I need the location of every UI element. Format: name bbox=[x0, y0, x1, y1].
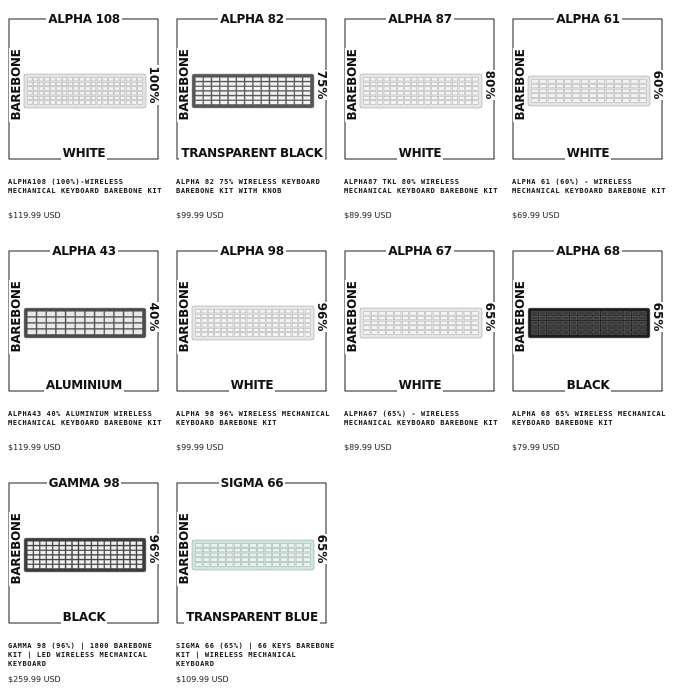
model-name: ALPHA 87 bbox=[386, 12, 454, 26]
product-image-frame[interactable]: SIGMA 66 BAREBONE 65% TRANSPARENT BLUE bbox=[176, 476, 329, 624]
product-price: $109.99 USD bbox=[176, 675, 229, 684]
color-label: TRANSPARENT BLUE bbox=[184, 610, 320, 624]
product-price: $79.99 USD bbox=[512, 443, 560, 452]
model-name: SIGMA 66 bbox=[218, 476, 286, 490]
product-title-link[interactable]: ALPHA 82 75% WIRELESS KEYBOARD BAREBONE … bbox=[176, 178, 321, 195]
product-image-frame[interactable]: GAMMA 98 BAREBONE 96% BLACK bbox=[8, 476, 161, 624]
product-title-link[interactable]: ALPHA 68 65% WIRELESS MECHANICAL KEYBOAR… bbox=[512, 410, 667, 427]
size-label: 65% bbox=[651, 301, 665, 333]
product-price: $119.99 USD bbox=[8, 211, 61, 220]
size-label: 65% bbox=[315, 533, 329, 565]
keyboard-image bbox=[191, 539, 315, 571]
keyboard-image bbox=[191, 305, 315, 341]
model-name: ALPHA 108 bbox=[46, 12, 122, 26]
barebone-label: BAREBONE bbox=[177, 280, 191, 354]
color-label: WHITE bbox=[564, 146, 612, 160]
product-image-frame[interactable]: ALPHA 61 BAREBONE 60% WHITE bbox=[512, 12, 665, 160]
keyboard-image bbox=[527, 75, 651, 107]
barebone-label: BAREBONE bbox=[9, 512, 23, 586]
product-image-frame[interactable]: ALPHA 67 BAREBONE 65% WHITE bbox=[344, 244, 497, 392]
size-label: 80% bbox=[483, 69, 497, 101]
keyboard-image bbox=[359, 73, 483, 109]
barebone-label: BAREBONE bbox=[345, 48, 359, 122]
product-title-link[interactable]: ALPHA 98 96% WIRELESS MECHANICAL KEYBOAR… bbox=[176, 410, 331, 427]
keyboard-image bbox=[527, 307, 651, 339]
product-image-frame[interactable]: ALPHA 82 BAREBONE 75% TRANSPARENT BLACK bbox=[176, 12, 329, 160]
product-price: $89.99 USD bbox=[344, 443, 392, 452]
model-name: ALPHA 43 bbox=[50, 244, 118, 258]
product-title-link[interactable]: SIGMA 66 (65%) | 66 KEYS BAREBONE KIT | … bbox=[176, 642, 335, 668]
size-label: 96% bbox=[315, 301, 329, 333]
barebone-label: BAREBONE bbox=[345, 280, 359, 354]
product-price: $69.99 USD bbox=[512, 211, 560, 220]
product-image-frame[interactable]: ALPHA 43 BAREBONE 40% ALUMINIUM bbox=[8, 244, 161, 392]
product-price: $99.99 USD bbox=[176, 211, 224, 220]
color-label: WHITE bbox=[396, 146, 444, 160]
product-price: $89.99 USD bbox=[344, 211, 392, 220]
barebone-label: BAREBONE bbox=[513, 48, 527, 122]
barebone-label: BAREBONE bbox=[177, 48, 191, 122]
model-name: ALPHA 68 bbox=[554, 244, 622, 258]
model-name: GAMMA 98 bbox=[46, 476, 122, 490]
barebone-label: BAREBONE bbox=[9, 280, 23, 354]
product-image-frame[interactable]: ALPHA 98 BAREBONE 96% WHITE bbox=[176, 244, 329, 392]
keyboard-image bbox=[191, 73, 315, 109]
color-label: WHITE bbox=[228, 378, 276, 392]
size-label: 65% bbox=[483, 301, 497, 333]
size-label: 96% bbox=[147, 533, 161, 565]
keyboard-image bbox=[23, 537, 147, 573]
model-name: ALPHA 61 bbox=[554, 12, 622, 26]
product-title-link[interactable]: ALPHA 61 (60%) - WIRELESS MECHANICAL KEY… bbox=[512, 178, 667, 195]
keyboard-image bbox=[23, 307, 147, 339]
product-image-frame[interactable]: ALPHA 68 BAREBONE 65% BLACK bbox=[512, 244, 665, 392]
barebone-label: BAREBONE bbox=[513, 280, 527, 354]
product-price: $119.99 USD bbox=[8, 443, 61, 452]
product-title-link[interactable]: ALPHA108 (100%)-WIRELESS MECHANICAL KEYB… bbox=[8, 178, 163, 195]
size-label: 60% bbox=[651, 69, 665, 101]
barebone-label: BAREBONE bbox=[9, 48, 23, 122]
color-label: ALUMINIUM bbox=[43, 378, 125, 392]
size-label: 75% bbox=[315, 69, 329, 101]
color-label: WHITE bbox=[396, 378, 444, 392]
color-label: BLACK bbox=[564, 378, 612, 392]
color-label: WHITE bbox=[60, 146, 108, 160]
product-title-link[interactable]: ALPHA43 40% ALUMINIUM WIRELESS MECHANICA… bbox=[8, 410, 163, 427]
color-label: BLACK bbox=[60, 610, 108, 624]
barebone-label: BAREBONE bbox=[177, 512, 191, 586]
product-price: $259.99 USD bbox=[8, 675, 61, 684]
product-title-link[interactable]: ALPHA67 (65%) - WIRELESS MECHANICAL KEYB… bbox=[344, 410, 499, 427]
model-name: ALPHA 82 bbox=[218, 12, 286, 26]
keyboard-image bbox=[359, 307, 483, 339]
product-title-link[interactable]: GAMMA 98 (96%) | 1800 BAREBONE KIT | LED… bbox=[8, 642, 153, 668]
keyboard-image bbox=[23, 73, 147, 109]
size-label: 40% bbox=[147, 301, 161, 333]
product-image-frame[interactable]: ALPHA 87 BAREBONE 80% WHITE bbox=[344, 12, 497, 160]
color-label: TRANSPARENT BLACK bbox=[179, 146, 325, 160]
product-title-link[interactable]: ALPHA87 TKL 80% WIRELESS MECHANICAL KEYB… bbox=[344, 178, 499, 195]
product-price: $99.99 USD bbox=[176, 443, 224, 452]
size-label: 100% bbox=[147, 65, 161, 105]
model-name: ALPHA 67 bbox=[386, 244, 454, 258]
model-name: ALPHA 98 bbox=[218, 244, 286, 258]
